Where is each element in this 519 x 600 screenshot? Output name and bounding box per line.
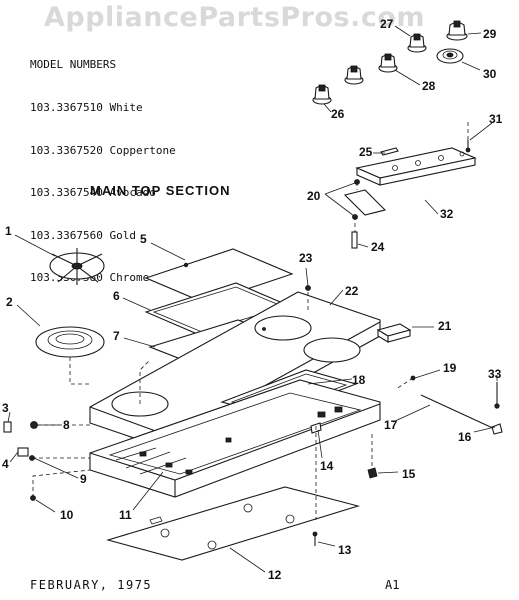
callout-1: 1 — [5, 224, 12, 238]
bottom-panel-12[interactable] — [105, 486, 361, 561]
watermark-logo: AppliancePartsPros.com — [44, 2, 426, 33]
section-title: MAIN TOP SECTION — [90, 183, 231, 198]
cover-plate-5[interactable] — [144, 248, 294, 304]
model-number-line: 103.3367520 Coppertone — [30, 143, 176, 157]
clip-25[interactable] — [380, 147, 399, 156]
screw-31[interactable] — [465, 140, 471, 153]
callout-33: 33 — [488, 367, 502, 381]
footer-date: FEBRUARY, 1975 — [30, 578, 153, 592]
screw-13[interactable] — [312, 531, 318, 546]
drip-pan-2[interactable] — [35, 326, 105, 358]
callout-2: 2 — [6, 295, 13, 309]
screw-8[interactable] — [30, 421, 38, 429]
callout-11: 11 — [119, 508, 132, 522]
callout-9: 9 — [80, 472, 87, 486]
control-bracket-32[interactable] — [343, 147, 477, 216]
callout-32: 32 — [440, 207, 454, 221]
screw-23[interactable] — [305, 285, 311, 291]
callout-14: 14 — [320, 459, 334, 473]
knob-generic[interactable] — [344, 65, 364, 85]
callout-7: 7 — [113, 329, 120, 343]
callout-labels: 1 2 3 4 5 6 7 8 9 10 11 12 13 14 15 16 1… — [2, 17, 503, 582]
hardware-4[interactable] — [17, 447, 29, 457]
model-numbers-block: MODEL NUMBERS 103.3367510 White 103.3367… — [30, 30, 176, 314]
callout-10: 10 — [60, 508, 74, 522]
model-number-line: 103.3367540 Avocado — [30, 186, 156, 200]
callout-24: 24 — [371, 240, 385, 254]
callout-18: 18 — [352, 373, 366, 387]
screw-33[interactable] — [494, 382, 500, 409]
knob-27[interactable] — [407, 33, 427, 53]
callout-16: 16 — [458, 430, 472, 444]
callout-31: 31 — [489, 112, 503, 126]
callout-28: 28 — [422, 79, 436, 93]
callout-17: 17 — [384, 418, 398, 432]
pin-24[interactable] — [351, 231, 358, 249]
callout-4: 4 — [2, 457, 9, 471]
leader-lines — [7, 25, 498, 573]
callout-19: 19 — [443, 361, 457, 375]
callout-12: 12 — [268, 568, 282, 582]
callout-21: 21 — [438, 319, 452, 333]
callout-20: 20 — [307, 189, 321, 203]
callout-26: 26 — [331, 107, 345, 121]
model-numbers-heading: MODEL NUMBERS — [30, 58, 117, 72]
rod-17[interactable] — [420, 394, 503, 435]
footer-page-number: A1 — [385, 578, 400, 592]
assembly-lines — [32, 122, 469, 520]
knob-28[interactable] — [378, 53, 398, 73]
callout-8: 8 — [63, 418, 70, 432]
callout-22: 22 — [345, 284, 359, 298]
model-number-line: 103.3367510 White — [30, 101, 143, 115]
callout-15: 15 — [402, 467, 416, 481]
knob-26[interactable] — [312, 84, 332, 105]
knob-skirt-30[interactable] — [436, 48, 464, 64]
callout-6: 6 — [113, 289, 120, 303]
clip-15[interactable] — [367, 467, 378, 479]
callout-29: 29 — [483, 27, 497, 41]
hardware-3[interactable] — [3, 421, 12, 433]
model-number-line: 103.3367560 Gold — [30, 228, 136, 242]
callout-23: 23 — [299, 251, 313, 265]
callout-27: 27 — [380, 17, 394, 31]
bracket-21[interactable] — [376, 323, 412, 343]
knob-29[interactable] — [446, 20, 468, 41]
burner-grate-1[interactable] — [49, 248, 105, 285]
callout-30: 30 — [483, 67, 497, 81]
callout-5: 5 — [140, 232, 147, 246]
callout-13: 13 — [338, 543, 352, 557]
callout-3: 3 — [2, 401, 9, 415]
callout-25: 25 — [359, 145, 373, 159]
